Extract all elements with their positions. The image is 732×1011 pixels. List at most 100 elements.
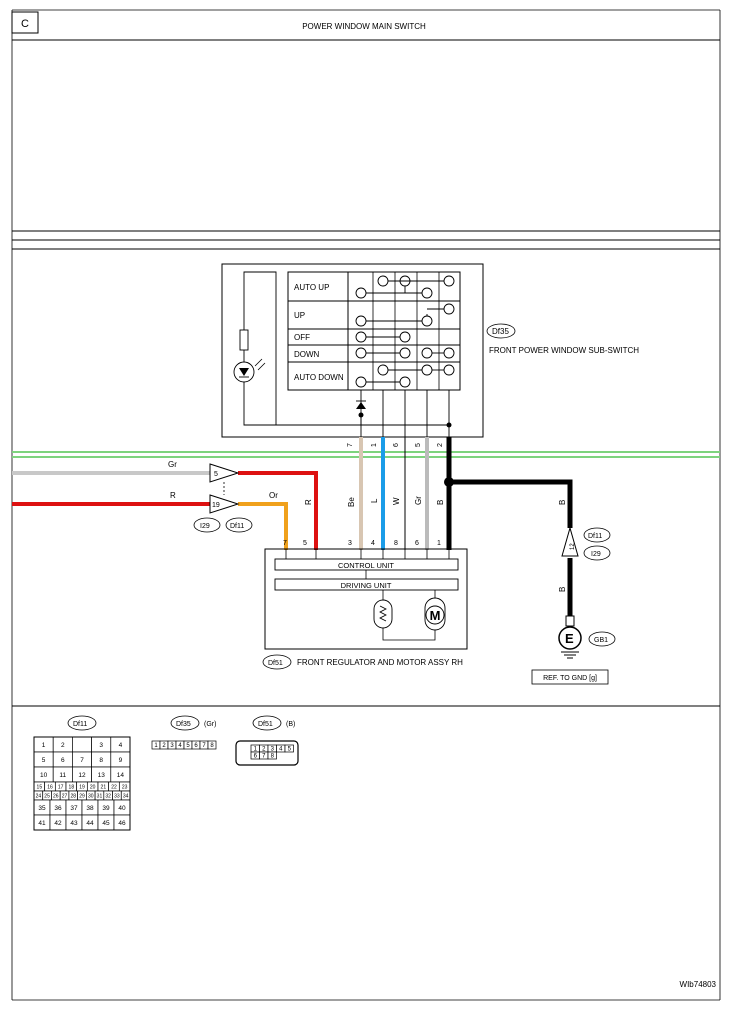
motor-top-pin: 7 xyxy=(283,540,287,547)
position-down: DOWN xyxy=(294,350,320,359)
wire-label-b-lower: B xyxy=(558,587,567,592)
view-df51-color: (B) xyxy=(286,721,295,728)
pin-number: 16 xyxy=(47,784,53,790)
motor-pin: 4 xyxy=(371,540,375,547)
motor-icon xyxy=(425,605,445,625)
sensor-icon xyxy=(379,605,387,622)
driving-unit-box xyxy=(274,578,459,591)
wire-r-out xyxy=(238,471,318,550)
pin-number: 4 xyxy=(279,747,283,753)
wire-label-be: Be xyxy=(347,497,356,507)
figure-code: WIb74803 xyxy=(680,980,717,989)
pin-number: 22 xyxy=(111,784,117,790)
motor-pin: 3 xyxy=(348,540,352,547)
ground-connector-pin: 12 xyxy=(570,543,576,550)
wire-or-out xyxy=(238,502,288,550)
pin-number: 37 xyxy=(70,805,78,812)
pin-number: 20 xyxy=(90,784,96,790)
control-unit-label: CONTROL UNIT xyxy=(338,561,394,570)
sub-switch-housing xyxy=(221,263,484,438)
i29-tag: I29 xyxy=(200,523,210,530)
pin-number: 26 xyxy=(53,793,59,799)
connector-pin-5: 5 xyxy=(214,471,218,478)
df51-tag: Df51 xyxy=(268,660,283,667)
pin-number: 9 xyxy=(119,757,123,764)
control-leads xyxy=(285,549,450,559)
pin-number: 44 xyxy=(86,820,94,827)
pin-number: 24 xyxy=(36,793,42,799)
pin-number: 46 xyxy=(118,820,126,827)
pin-number: 45 xyxy=(102,820,110,827)
sensor-body xyxy=(373,599,393,629)
view-df11-ellipse xyxy=(67,715,97,731)
pin-number: 39 xyxy=(102,805,110,812)
pin-number: 8 xyxy=(210,743,214,749)
pin-cell xyxy=(72,736,92,753)
ref-gnd-label: REF. TO GND [g] xyxy=(543,675,597,682)
resistor-symbol xyxy=(239,329,249,351)
view-df11-tag: Df11 xyxy=(73,721,87,728)
wire-label-b: B xyxy=(436,500,445,505)
pin-number: 7 xyxy=(262,754,266,760)
sub-switch-label: FRONT POWER WINDOW SUB-SWITCH xyxy=(489,346,639,355)
pin-number: 15 xyxy=(37,784,43,790)
pin-number: 41 xyxy=(38,820,46,827)
led-arrow xyxy=(257,362,266,371)
pin-cell xyxy=(284,744,294,753)
pin-number: 17 xyxy=(58,784,64,790)
pin-number: 7 xyxy=(80,757,84,764)
df35-tag-ellipse xyxy=(486,323,516,339)
df35-tag: Df35 xyxy=(492,327,509,336)
subswitch-pin: 2 xyxy=(437,443,444,447)
connector-arrow-gr xyxy=(209,463,240,483)
wire-label-r-vertical: R xyxy=(304,499,313,505)
junction-dot xyxy=(446,422,452,428)
pin-number: 3 xyxy=(99,742,103,749)
motor-pin: 1 xyxy=(437,540,441,547)
switch-bridges xyxy=(366,280,444,383)
wire-label-l: L xyxy=(370,498,379,503)
diode-icon xyxy=(356,402,366,409)
pin-number: 7 xyxy=(202,743,206,749)
connector-arrow-r xyxy=(209,494,240,514)
pin-number: 33 xyxy=(114,793,120,799)
motor-return xyxy=(382,628,436,641)
pin-number: 38 xyxy=(86,805,94,812)
ground-circle xyxy=(558,626,582,650)
pin-number: 23 xyxy=(122,784,128,790)
pin-number: 19 xyxy=(79,784,85,790)
pin-number: 1 xyxy=(254,747,258,753)
position-auto-up: AUTO UP xyxy=(294,283,329,292)
control-unit-box xyxy=(274,558,459,571)
section-letter: C xyxy=(21,18,29,30)
gnd-df11-tag: Df11 xyxy=(588,533,602,540)
pin-number: 1 xyxy=(42,742,46,749)
view-df35-tag: Df35 xyxy=(176,721,191,728)
pin-number: 21 xyxy=(101,784,107,790)
position-off: OFF xyxy=(294,333,310,342)
pin-number: 1 xyxy=(154,743,158,749)
pin-number: 40 xyxy=(118,805,126,812)
pin-number: 11 xyxy=(59,772,66,779)
position-up: UP xyxy=(294,311,305,320)
pin-number: 35 xyxy=(38,805,46,812)
pin-number: 6 xyxy=(254,754,258,760)
wire-label-b-upper: B xyxy=(558,500,567,505)
gnd-df11-ellipse xyxy=(583,527,611,543)
motor-symbol: M xyxy=(430,608,441,623)
internal-leads xyxy=(243,271,450,440)
wire-label-w: W xyxy=(392,497,401,505)
subswitch-pin: 1 xyxy=(371,443,378,447)
pin-number: 10 xyxy=(40,772,48,779)
pin-number: 2 xyxy=(162,743,166,749)
view-df35-color: (Gr) xyxy=(204,721,216,728)
pin-number: 29 xyxy=(79,793,85,799)
pin-number: 6 xyxy=(61,757,65,764)
ref-box xyxy=(531,669,609,685)
df51-tag-ellipse xyxy=(262,654,292,670)
pin-number: 3 xyxy=(170,743,174,749)
motor-assy-label: FRONT REGULATOR AND MOTOR ASSY RH xyxy=(297,658,463,667)
